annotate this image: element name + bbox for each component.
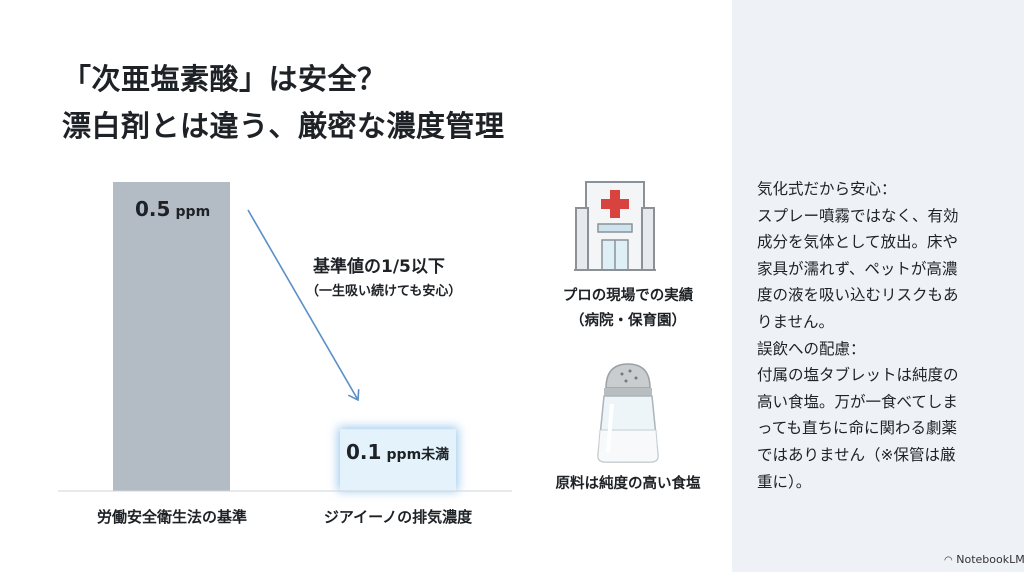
- caption-line: （病院・保育園）: [570, 313, 686, 329]
- slide-title-line-2: 漂白剤とは違う、厳密な濃度管理: [62, 109, 505, 143]
- salt-shaker-icon: [597, 363, 659, 463]
- bar-1: [340, 429, 456, 491]
- side-text-line: 気化式だから安心：: [757, 180, 897, 198]
- side-text-line: 付属の塩タブレットは純度の: [757, 366, 959, 385]
- side-text: 気化式だから安心： スプレー噴霧ではなく、有効成分を気体として放出。床や家具が濡れ…: [757, 176, 959, 495]
- side-text-line: 家具が濡れず、ペットが高濃: [757, 259, 958, 278]
- value-number: 0.1: [346, 440, 382, 464]
- value-number: 0.5: [135, 197, 171, 221]
- category-label: ジアイーノの排気濃度: [323, 508, 473, 526]
- bar-chart: [58, 182, 512, 492]
- annotation-sub: （一生吸い続けても安心）: [306, 284, 462, 299]
- hospital-icon: [574, 181, 656, 271]
- side-text-line: スプレー噴霧ではなく、有効: [757, 206, 959, 225]
- slide-title-line-1: 「次亜塩素酸」は安全？: [62, 62, 387, 96]
- bar-value-label: 0.1 ppm未満: [346, 440, 449, 464]
- notebooklm-icon: ◠: [944, 555, 953, 566]
- value-unit: ppm未満: [386, 447, 450, 463]
- value-unit: ppm: [175, 204, 211, 220]
- side-text-line: 成分を気体として放出。床や: [757, 233, 959, 252]
- side-text-line: 誤飲への配慮：: [757, 339, 866, 358]
- side-text-line: 度の液を吸い込むリスクもあ: [757, 286, 959, 305]
- side-text-line: っても直ちに命に関わる劇薬: [757, 419, 957, 438]
- annotation-main: 基準値の1/5以下: [313, 257, 445, 277]
- side-text-line: ではありません（※保管は厳: [757, 445, 956, 464]
- bar-value-label: 0.5 ppm: [135, 197, 210, 221]
- decrease-arrow: [247, 209, 360, 402]
- side-text-line: りません。: [757, 312, 835, 331]
- brand-text: NotebookLM: [956, 553, 1024, 566]
- side-text-line: 高い食塩。万が一食べてしま: [757, 392, 958, 411]
- caption-line: プロの現場での実績: [562, 288, 694, 304]
- category-label: 労働安全衛生法の基準: [96, 508, 248, 526]
- caption-line: 原料は純度の高い食塩: [555, 476, 701, 492]
- feature-caption-salt: 原料は純度の高い食塩: [556, 472, 701, 497]
- feature-caption-hospital: プロの現場での実績 （病院・保育園）: [563, 284, 694, 334]
- side-text-line: 重に）。: [757, 472, 812, 491]
- notebooklm-logo: ◠ NotebookLM: [944, 553, 1024, 566]
- bar-0: [113, 182, 230, 491]
- side-panel: [732, 0, 1024, 572]
